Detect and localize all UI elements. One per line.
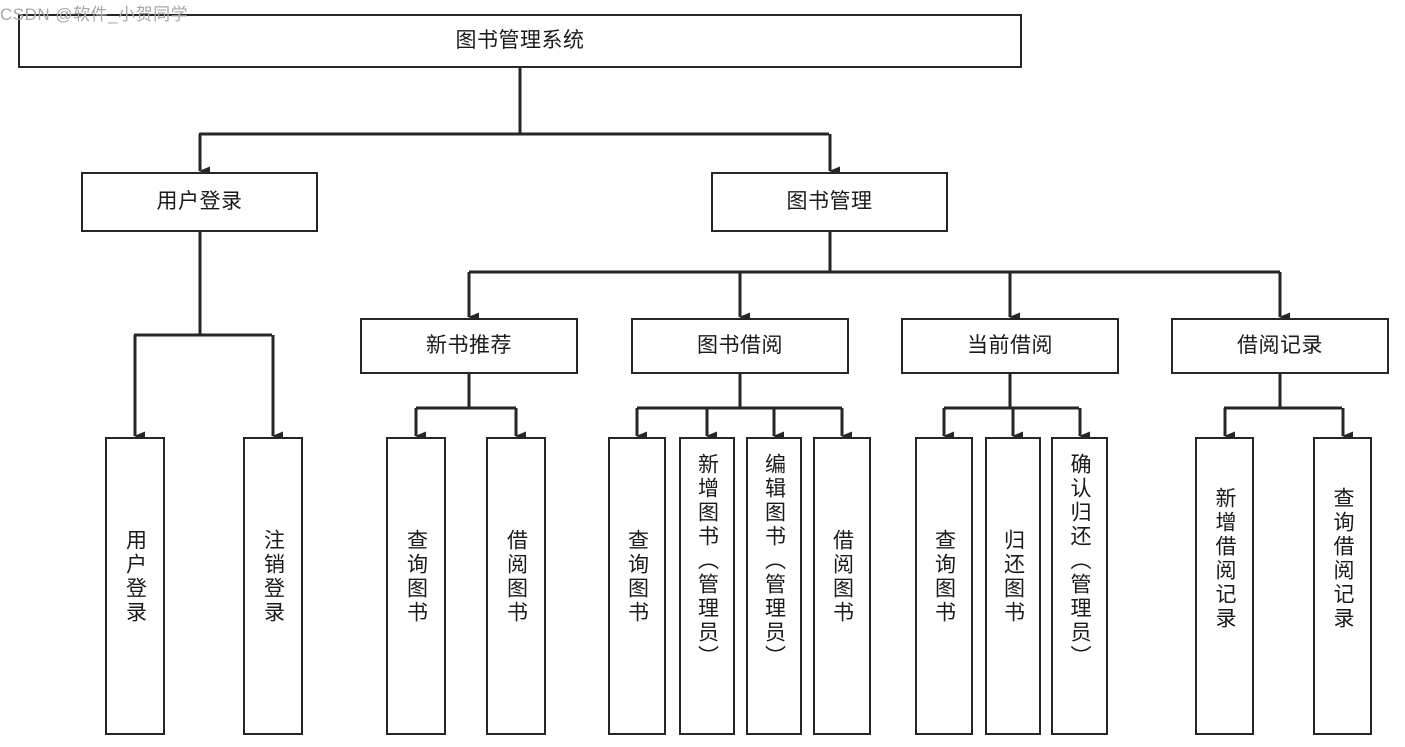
node-label-leaf-query-book-borrow: 查询图书 — [625, 529, 649, 625]
node-label-leaf-return-book: 归还图书 — [1001, 529, 1025, 625]
node-leaf-add-book-admin[interactable]: 新增图书（管理员） — [679, 437, 735, 735]
node-label-leaf-query-book-recommend: 查询图书 — [404, 529, 428, 625]
node-label-leaf-user-login: 用户登录 — [123, 529, 147, 625]
node-leaf-borrow-book[interactable]: 借阅图书 — [813, 437, 871, 735]
node-label-root: 图书管理系统 — [455, 28, 585, 52]
node-label-user-login: 用户登录 — [156, 189, 243, 213]
node-label-leaf-borrow-book: 借阅图书 — [830, 529, 854, 625]
node-label-new-book-recommend: 新书推荐 — [426, 333, 512, 357]
node-new-book-recommend[interactable]: 新书推荐 — [360, 318, 578, 374]
node-label-leaf-borrow-book-recommend: 借阅图书 — [504, 529, 528, 625]
node-leaf-borrow-book-recommend[interactable]: 借阅图书 — [486, 437, 546, 735]
node-leaf-query-book-current[interactable]: 查询图书 — [915, 437, 973, 735]
node-leaf-return-book[interactable]: 归还图书 — [985, 437, 1041, 735]
node-leaf-add-borrow-record[interactable]: 新增借阅记录 — [1195, 437, 1254, 735]
node-leaf-query-book-borrow[interactable]: 查询图书 — [608, 437, 666, 735]
node-label-leaf-query-book-current: 查询图书 — [932, 529, 956, 625]
csdn-watermark: CSDN @软件_小贺同学 — [0, 5, 189, 24]
node-borrow-record[interactable]: 借阅记录 — [1171, 318, 1389, 374]
node-label-current-borrow: 当前借阅 — [967, 333, 1053, 357]
node-leaf-query-book-recommend[interactable]: 查询图书 — [386, 437, 446, 735]
node-label-leaf-add-borrow-record: 新增借阅记录 — [1213, 487, 1236, 631]
node-leaf-edit-book-admin[interactable]: 编辑图书（管理员） — [746, 437, 802, 735]
node-label-leaf-logout: 注销登录 — [261, 529, 285, 625]
node-book-manage[interactable]: 图书管理 — [711, 172, 948, 232]
node-label-borrow-record: 借阅记录 — [1237, 333, 1323, 357]
node-label-leaf-query-borrow-record: 查询借阅记录 — [1331, 487, 1354, 631]
node-root[interactable]: 图书管理系统 — [18, 14, 1022, 68]
node-label-book-manage: 图书管理 — [786, 189, 873, 213]
node-leaf-user-login[interactable]: 用户登录 — [105, 437, 165, 735]
node-leaf-logout[interactable]: 注销登录 — [243, 437, 303, 735]
node-leaf-query-borrow-record[interactable]: 查询借阅记录 — [1313, 437, 1372, 735]
node-label-leaf-edit-book-admin: 编辑图书（管理员） — [762, 453, 786, 669]
node-label-book-borrow: 图书借阅 — [697, 333, 783, 357]
node-leaf-confirm-return-admin[interactable]: 确认归还（管理员） — [1051, 437, 1108, 735]
connector-paths — [133, 68, 1353, 441]
node-user-login[interactable]: 用户登录 — [81, 172, 318, 232]
node-label-leaf-add-book-admin: 新增图书（管理员） — [695, 453, 719, 669]
node-current-borrow[interactable]: 当前借阅 — [901, 318, 1119, 374]
node-label-leaf-confirm-return-admin: 确认归还（管理员） — [1068, 453, 1091, 669]
node-book-borrow[interactable]: 图书借阅 — [631, 318, 849, 374]
